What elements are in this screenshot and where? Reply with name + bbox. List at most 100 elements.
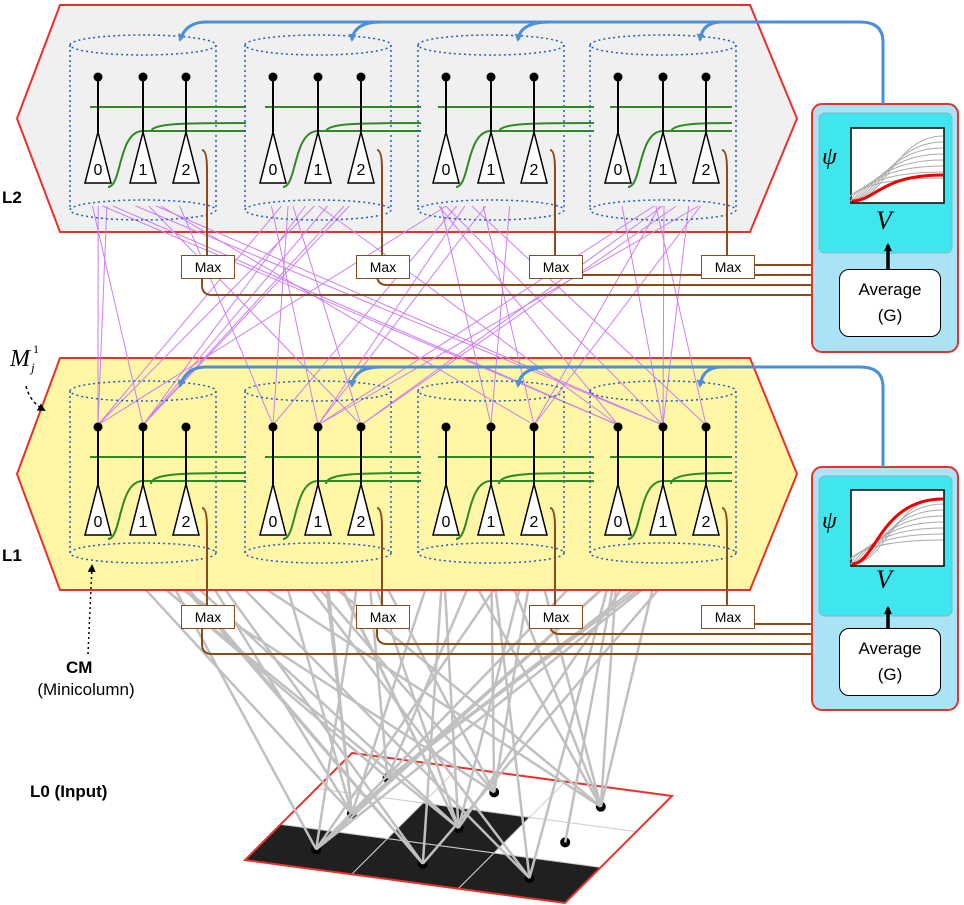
neuron-index: 2 <box>530 162 539 179</box>
neuron-triangle <box>649 131 677 184</box>
neuron-triangle <box>304 131 332 184</box>
sigmoid-curve-active <box>851 173 944 203</box>
neuron-index: 2 <box>530 514 539 531</box>
neuron-synapse-dot <box>268 72 278 82</box>
max-box: Max <box>529 255 583 279</box>
neuron-index: 1 <box>659 162 668 179</box>
l1-l2-connection <box>142 205 350 426</box>
average-box-l1-line1: Average <box>858 639 922 658</box>
l1-l2-connection <box>142 205 345 426</box>
max-input-path <box>376 507 383 605</box>
feedback-branch-l2 <box>696 20 723 42</box>
max-input-path <box>549 149 556 255</box>
column-bottom-ellipse <box>69 199 217 221</box>
neuron-synapse-dot <box>658 72 668 82</box>
neuron-triangle <box>432 483 460 536</box>
average-box-l2-line2: (G) <box>877 306 903 325</box>
neuron-triangle <box>432 131 460 184</box>
l1-l2-connection <box>97 205 282 426</box>
layer-l2-hexagon <box>15 4 799 233</box>
neuron-triangle <box>129 483 157 536</box>
l2-layer-shape <box>15 4 799 233</box>
l1-l2-connection <box>655 205 707 426</box>
l0-l1-connection <box>528 534 623 879</box>
max-box: Max <box>181 255 235 279</box>
l1-l2-connection <box>142 205 328 426</box>
neuron-triangle <box>172 483 200 536</box>
neuron-synapse-dot <box>138 422 148 432</box>
neuron-synapse-dot <box>441 422 451 432</box>
l1-l2-connection <box>148 205 362 426</box>
max-input-path <box>721 149 728 255</box>
l1-l2-connection <box>621 205 664 426</box>
module-symbol-sup: 1 <box>33 342 39 356</box>
neuron-index: 0 <box>614 514 623 531</box>
average-box-l2: Average (G) <box>839 269 941 337</box>
max-box: Max <box>529 605 583 629</box>
svg-labels <box>25 385 96 655</box>
neuron-index: 2 <box>182 514 191 531</box>
l1-l2-connection <box>360 205 664 426</box>
max-box: Max <box>356 605 410 629</box>
max-output-path <box>201 629 838 658</box>
neuron-synapse-dot <box>701 422 711 432</box>
neuron-triangle <box>520 483 548 536</box>
neuron-triangle <box>172 131 200 184</box>
layer-label-l2: L2 <box>2 188 22 207</box>
neuron-triangle <box>84 131 112 184</box>
neuron-index: 2 <box>357 162 366 179</box>
neuron-index: 1 <box>659 514 668 531</box>
neuron-synapse-dot <box>356 72 366 82</box>
neuron-synapse-dot <box>93 422 103 432</box>
neuron-synapse-dot <box>313 72 323 82</box>
lateral-connection <box>107 130 246 188</box>
neuron-triangle <box>347 483 375 536</box>
psi-symbol-l2: ψ <box>822 144 837 170</box>
max-input-path <box>201 149 208 255</box>
neuron-triangle <box>649 483 677 536</box>
neuron-synapse-dot <box>486 72 496 82</box>
neuron-index: 1 <box>314 162 323 179</box>
l1-to-l2-connections <box>91 205 707 426</box>
l1-l2-connection <box>142 205 306 426</box>
neuron-index: 2 <box>702 514 711 531</box>
neuron-synapse-dot <box>613 422 623 432</box>
max-box: Max <box>181 605 235 629</box>
sigmoid-curve <box>851 533 944 565</box>
v-symbol-l2: V <box>876 206 892 235</box>
neuron-synapse-dot <box>529 72 539 82</box>
lateral-connection <box>325 122 422 133</box>
sigmoid-curve <box>851 171 944 202</box>
neuron-triangle <box>84 483 112 536</box>
max-box: Max <box>356 255 410 279</box>
neuron-index: 0 <box>442 514 451 531</box>
l1-l2-connection <box>360 205 677 426</box>
lateral-connection <box>670 122 733 133</box>
layer-label-l1: L1 <box>2 546 22 565</box>
l1-l2-connection <box>533 205 661 426</box>
max-input-path <box>549 507 556 605</box>
neuron-index: 2 <box>357 514 366 531</box>
feedback-branch-l1 <box>348 365 382 388</box>
neuron-triangle <box>692 131 720 184</box>
neuron-index: 1 <box>139 162 148 179</box>
max-output-path <box>376 629 838 648</box>
lateral-connection <box>627 130 732 188</box>
neuron-triangle <box>304 483 332 536</box>
neuron-triangle <box>477 483 505 536</box>
max-input-path <box>721 507 728 605</box>
v-symbol-l1: V <box>876 565 892 594</box>
l0-l1-connection <box>189 534 531 879</box>
feedback-branch-l2 <box>514 20 551 42</box>
average-box-l1-line2: (G) <box>877 665 903 684</box>
l1-l2-connection <box>292 205 362 426</box>
lateral-connection <box>282 130 421 188</box>
neuron-synapse-dot <box>268 422 278 432</box>
neuron-synapse-dot <box>441 72 451 82</box>
neuron-synapse-dot <box>613 72 623 82</box>
l1-l2-connection <box>438 205 619 426</box>
neuron-synapse-dot <box>356 422 366 432</box>
